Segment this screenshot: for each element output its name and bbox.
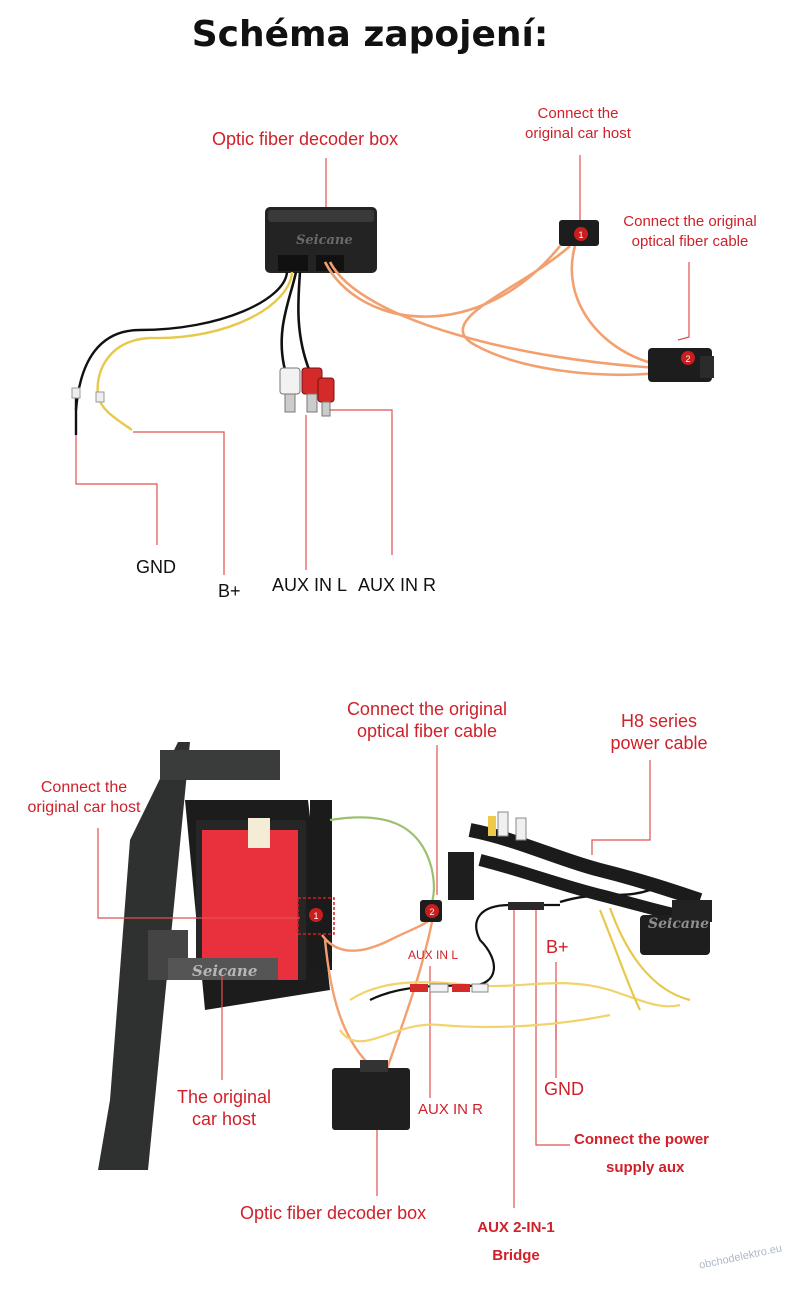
top-leader-lines [75,155,690,575]
top-fiber-cables [323,245,669,376]
top-decoder-box-label: Optic fiber decoder box [212,129,399,149]
bottom-power-supply-label: Connect the power supply aux [574,1131,710,1176]
bottom-host-connect-label: Connect the original car host [27,779,141,816]
bottom-bridge-label: AUX 2-IN-1 Bridge [477,1219,555,1264]
bottom-h8-power-label: H8 series power cable [610,711,708,753]
bottom-brand-host: Seicane [192,962,257,980]
top-aux-l-label: AUX IN L [272,575,348,595]
bottom-aux-l-label: AUX IN L [408,948,459,962]
bottom-decoder-box-label: Optic fiber decoder box [240,1203,427,1223]
bottom-aux-r-label: AUX IN R [418,1101,484,1118]
top-rca-cables [280,271,312,373]
bottom-wires [321,816,691,1076]
top-gnd-label: GND [136,557,176,577]
bottom-fiber-connect-label: Connect the original optical fiber cable [346,699,508,741]
top-rca-plugs [279,367,335,417]
bottom-marker-1: 1 [313,911,318,921]
top-connector-1: 1 [559,220,599,246]
bottom-decoder-box [332,1060,410,1130]
bottom-bridge-connector [508,902,544,910]
page-title: Schéma zapojení: [191,14,549,55]
bottom-gnd-label: GND [544,1079,584,1099]
top-brand-text: Seicane [296,233,353,248]
bottom-harness: Seicane [448,811,712,955]
top-decoder-box: Seicane [265,207,377,273]
top-fiber-connect-label: Connect the original optical fiber cable [623,213,757,250]
bottom-bracket [98,742,280,1170]
top-power-wires [71,271,294,435]
top-connector-2: 2 [648,348,714,382]
top-host-connect-label: Connect the original car host [525,105,631,142]
bottom-connector-2: 2 [420,900,442,922]
bottom-car-host: Seicane [168,800,332,1010]
bottom-leader-lines [97,745,651,1208]
top-marker-1: 1 [578,230,583,240]
top-marker-2: 2 [685,354,690,364]
top-bplus-label: B+ [218,581,241,601]
bottom-connector-1: 1 [297,897,335,935]
bottom-brand-harness: Seicane [648,916,709,932]
bottom-marker-2: 2 [429,907,434,917]
bottom-bplus-label: B+ [546,937,569,957]
bottom-original-host-label: The original car host [176,1087,272,1129]
bottom-rca-plugs [410,983,489,993]
top-aux-r-label: AUX IN R [358,575,437,595]
